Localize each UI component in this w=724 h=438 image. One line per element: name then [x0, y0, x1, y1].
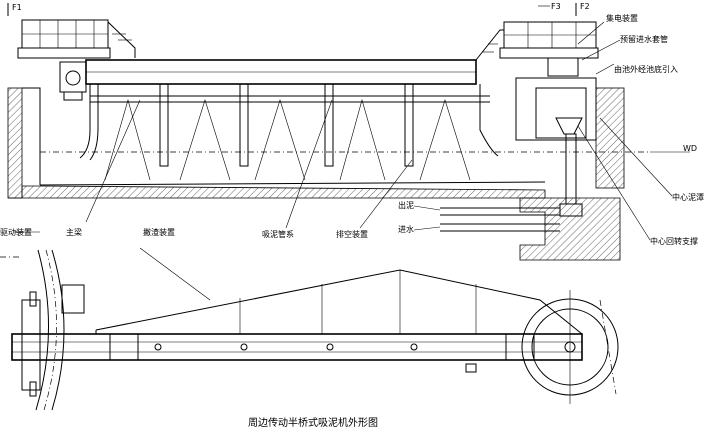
- suction-pipe-label: 吸泥管系: [262, 229, 294, 239]
- inlet-pipe-label: 预留进水套管: [620, 34, 668, 44]
- elevation-view: WD F1 F3 F2: [7, 2, 704, 261]
- collector-label: 集电装置: [606, 13, 638, 23]
- drawing-caption: 周边传动半桥式吸泥机外形图: [248, 416, 378, 429]
- left-stair: [107, 21, 136, 58]
- center-well-label: 中心泥潭: [672, 192, 704, 202]
- control-label: 排空装置: [336, 229, 368, 239]
- tank-arc-inner: [51, 249, 65, 411]
- right-stair: [475, 29, 504, 61]
- tank-floor: [8, 185, 546, 199]
- drive-unit-box: [59, 61, 87, 93]
- drive-unit-label: 驱动装置: [0, 227, 32, 237]
- f3-label: F3: [551, 2, 561, 11]
- floor-line: [39, 181, 546, 186]
- plan-main-beam: [11, 333, 583, 361]
- truss-top-chord: [95, 269, 583, 335]
- left-walkway: [17, 47, 111, 59]
- f2-label: F2: [580, 2, 590, 11]
- center-column: [565, 133, 577, 205]
- center-support-label: 中心回转支撑: [650, 236, 698, 246]
- tank-arc-outer: [35, 249, 50, 411]
- center-sludge-well: [519, 197, 621, 261]
- inlet-label: 进水: [398, 224, 414, 234]
- beam-joint-2: [505, 333, 535, 361]
- center-cage: [515, 77, 597, 141]
- outlet-label: 出泥: [398, 200, 414, 210]
- left-tank-wall: [7, 87, 23, 199]
- f1-label: F1: [12, 3, 22, 12]
- collector-box: [547, 57, 579, 77]
- plan-view: [0, 247, 619, 411]
- main-beam-label: 主梁: [66, 227, 82, 237]
- suction-pipes: [79, 83, 499, 167]
- right-walkway: [499, 47, 599, 59]
- skimmer-label: 撇渣装置: [143, 227, 175, 237]
- left-drive-frame: [21, 299, 41, 391]
- left-wall-inner: [22, 87, 41, 185]
- water-level-label: WD: [683, 144, 697, 153]
- inflow-label: 由池外经池底引入: [614, 64, 678, 74]
- scraper-blades: [104, 98, 471, 181]
- beam-joint-1: [109, 333, 139, 361]
- right-center-wall: [595, 87, 625, 189]
- drive-wheel: [65, 70, 81, 86]
- left-motor: [61, 284, 85, 314]
